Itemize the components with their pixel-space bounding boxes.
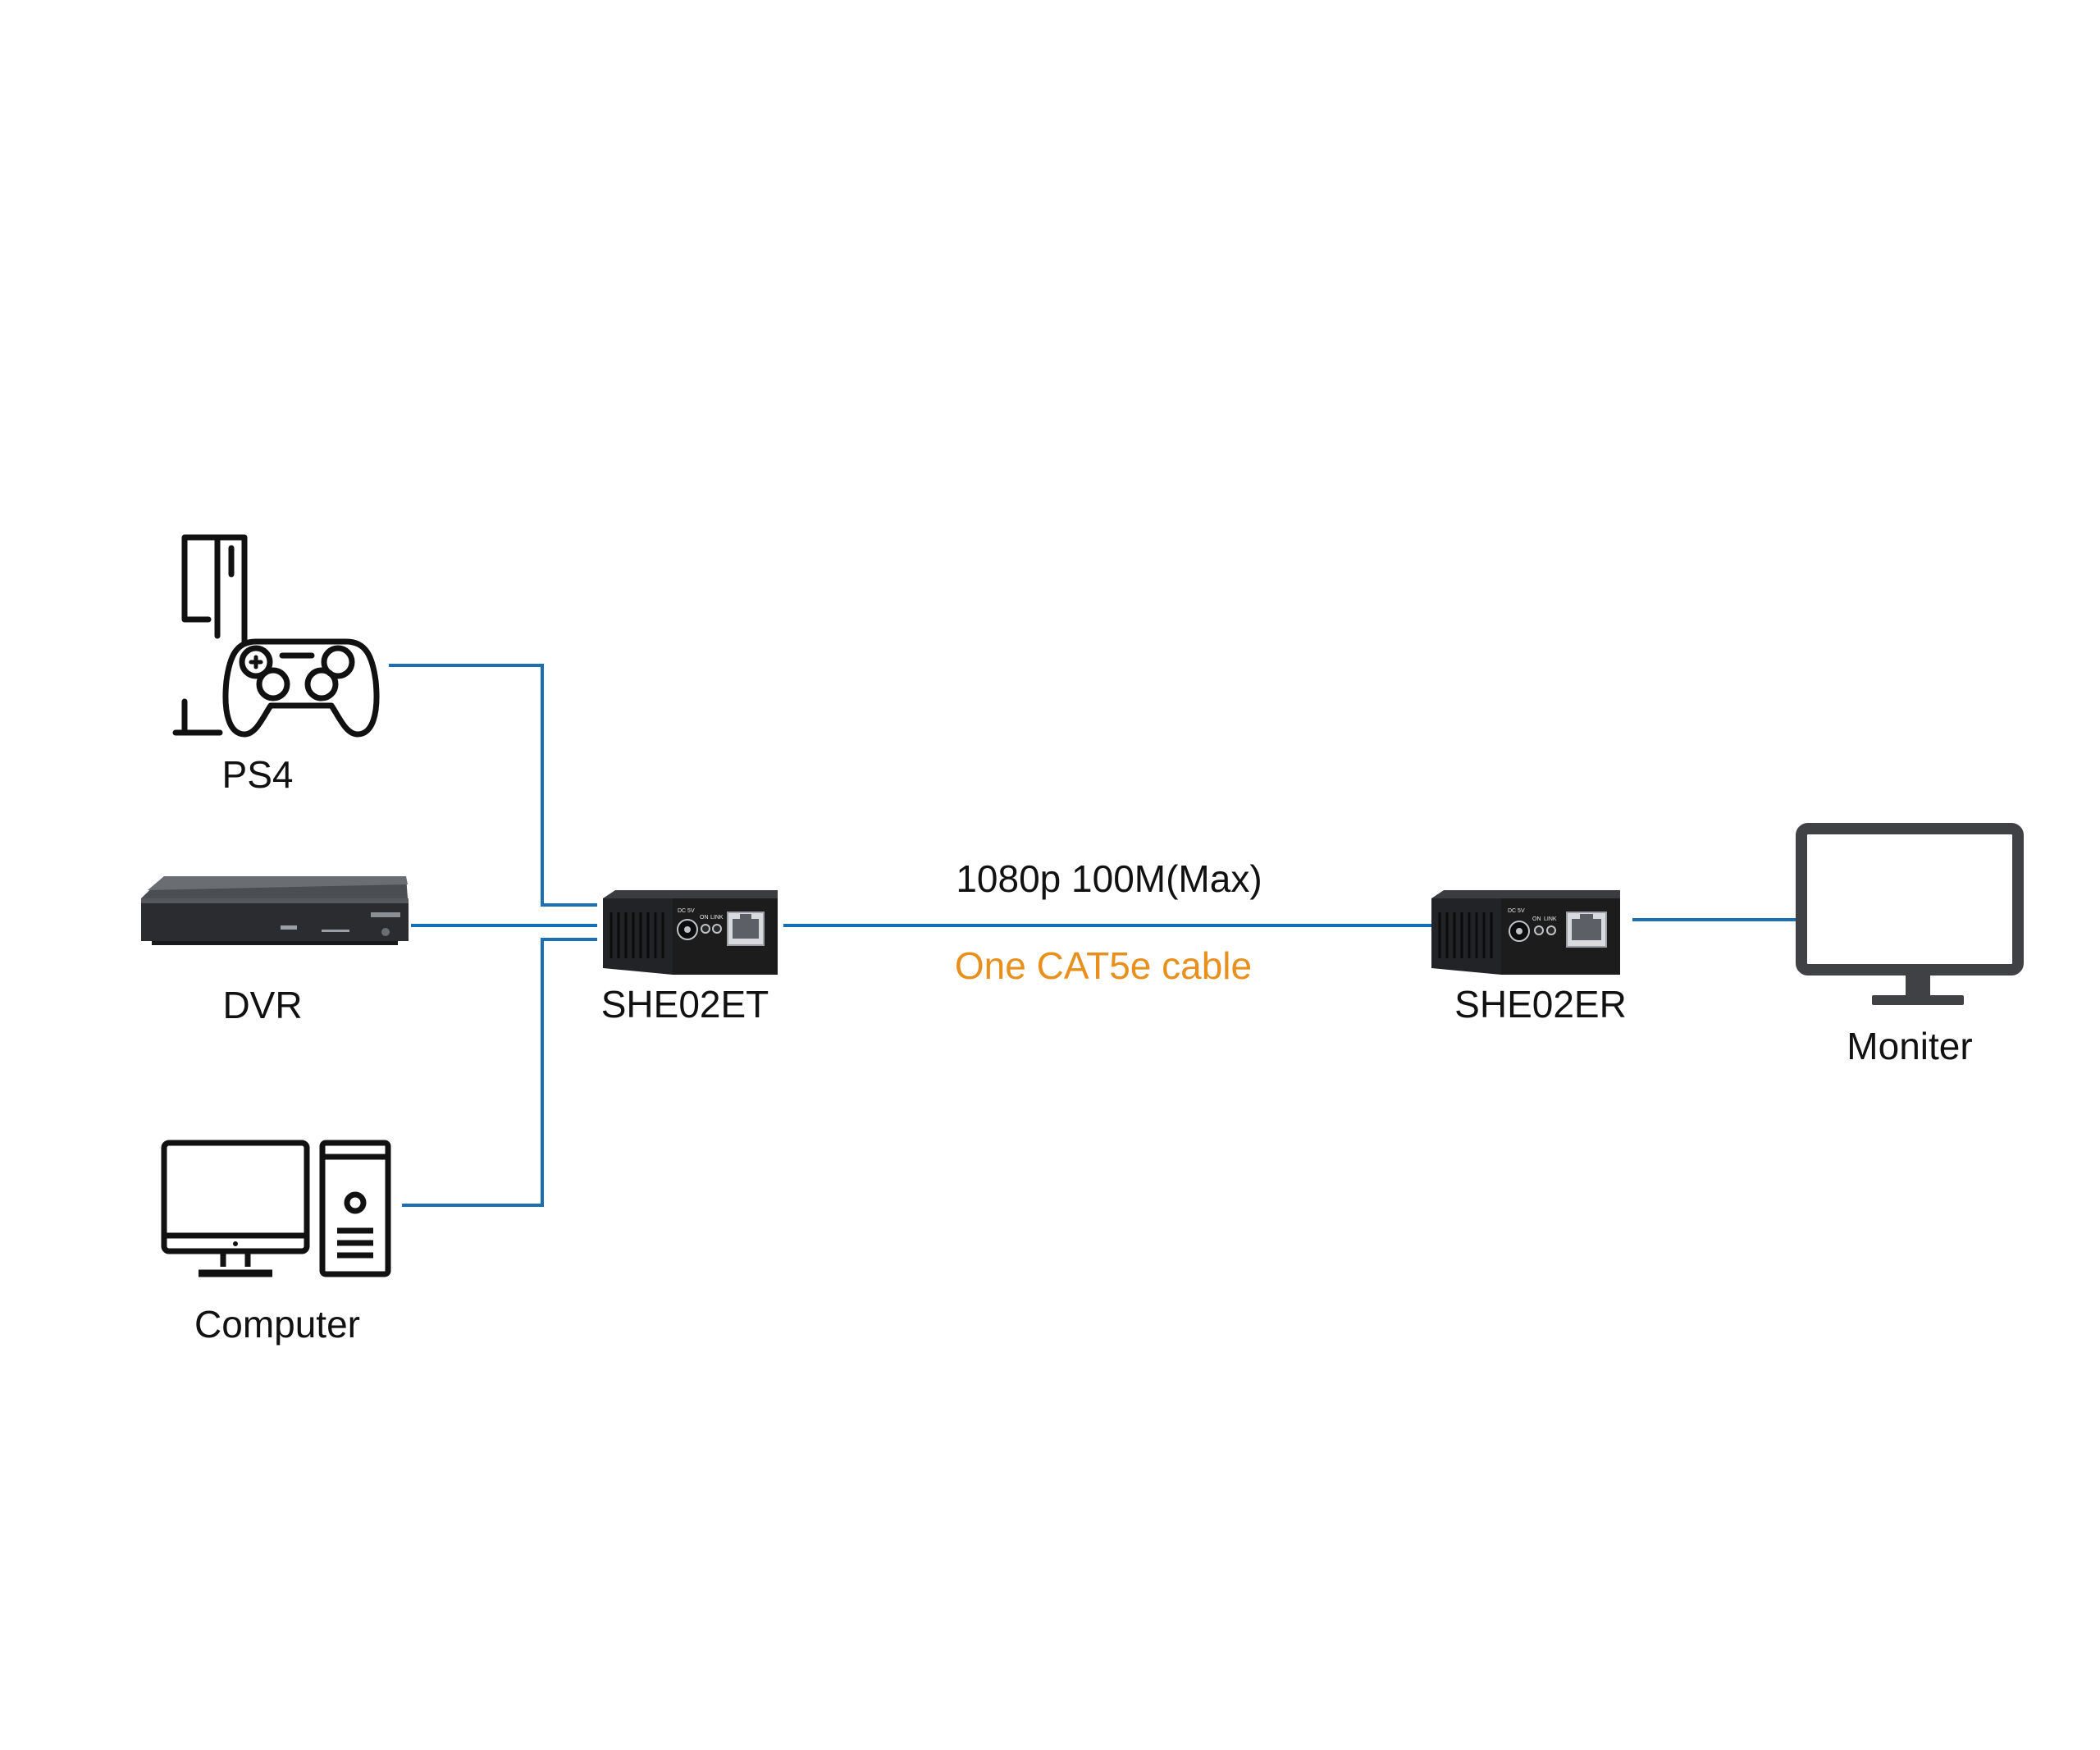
svg-text:ON: ON — [1532, 916, 1541, 922]
svg-text:DC 5V: DC 5V — [1508, 908, 1525, 914]
dvr-label: DVR — [222, 984, 302, 1026]
rx-led-link — [1546, 925, 1556, 935]
wiring — [389, 664, 1801, 1207]
cable-type-label: One CAT5e cable — [955, 944, 1252, 987]
rx-led-on — [1534, 925, 1544, 935]
monitor-icon — [1796, 823, 2024, 1005]
tx-led-link — [712, 924, 722, 934]
receiver-label: SHE02ER — [1454, 983, 1627, 1026]
svg-text:LINK: LINK — [710, 915, 724, 921]
svg-text:LINK: LINK — [1544, 916, 1557, 922]
transmitter-device: DC 5V ON LINK — [603, 890, 778, 975]
receiver-device: DC 5V ON LINK — [1431, 890, 1620, 975]
svg-text:ON: ON — [700, 915, 709, 921]
ps4-label: PS4 — [222, 753, 294, 796]
ps4-wire — [389, 664, 597, 907]
computer-wire — [402, 938, 597, 1207]
link-spec-label: 1080p 100M(Max) — [956, 857, 1262, 900]
ps4-console-icon — [172, 534, 380, 738]
transmitter-label: SHE02ET — [601, 983, 769, 1026]
monitor-label: Moniter — [1847, 1025, 1972, 1067]
tx-led-on — [701, 924, 710, 934]
svg-text:DC 5V: DC 5V — [678, 908, 695, 914]
computer-label: Computer — [194, 1303, 360, 1346]
dvr-device-icon — [141, 876, 409, 945]
computer-icon — [161, 1140, 391, 1277]
